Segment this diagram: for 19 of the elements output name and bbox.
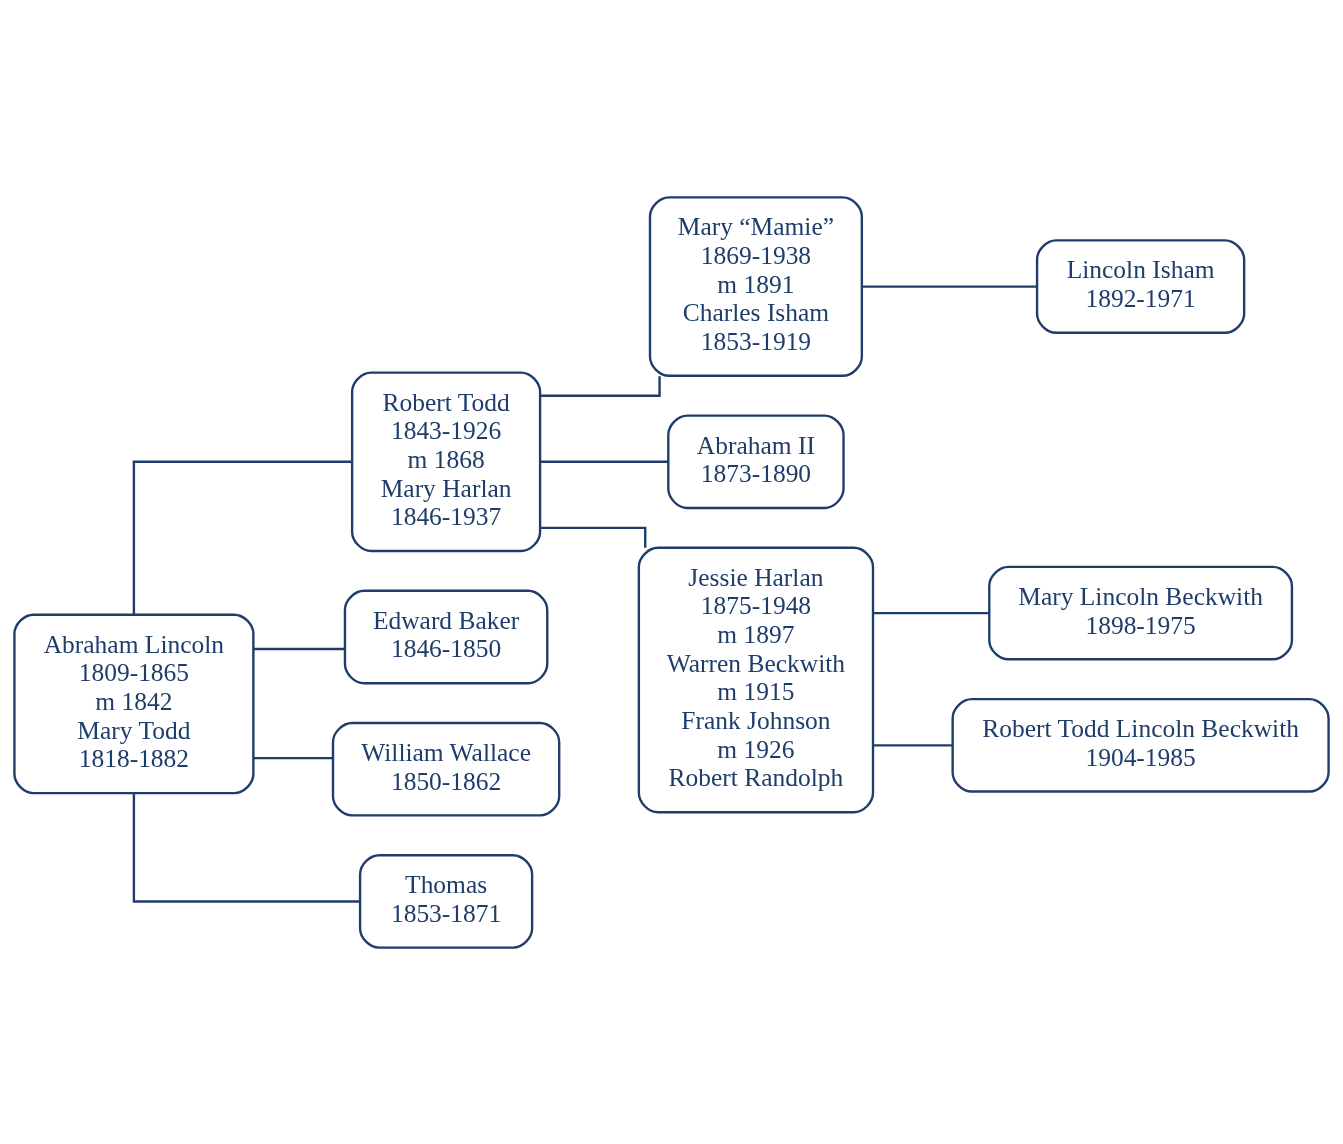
node-box: Edward Baker 1846-1850	[343, 589, 549, 684]
connector	[873, 743, 953, 747]
node-box: Mary “Mamie” 1869-1938 m 1891 Charles Isham 1853-1919	[648, 195, 864, 377]
connector	[132, 792, 360, 903]
node-box: Jessie Harlan 1875-1948 m 1897 Warren Beckwith m 1915 Frank Johnson m 1926 Robert Randolph	[637, 546, 875, 813]
node-box: Mary Lincoln Beckwith 1898-1975	[988, 565, 1294, 660]
connector	[873, 611, 990, 614]
connector	[253, 647, 345, 650]
node-box: Abraham Lincoln 1809-1865 m 1842 Mary Todd 1818-1882	[13, 613, 255, 794]
node-box: Robert Todd Lincoln Beckwith 1904-1985	[951, 697, 1330, 793]
connector	[540, 460, 668, 463]
connector	[862, 284, 1037, 288]
node-box: William Wallace 1850-1862	[331, 721, 561, 817]
node-box: Robert Todd 1843-1926 m 1868 Mary Harlan 1846-1937	[350, 370, 542, 552]
node-box: Lincoln Isham 1892-1971	[1035, 238, 1246, 334]
node-box: Abraham II 1873-1890	[667, 413, 845, 509]
node-box: Thomas 1853-1871	[358, 853, 534, 949]
connector	[253, 756, 333, 759]
connector	[132, 460, 352, 614]
